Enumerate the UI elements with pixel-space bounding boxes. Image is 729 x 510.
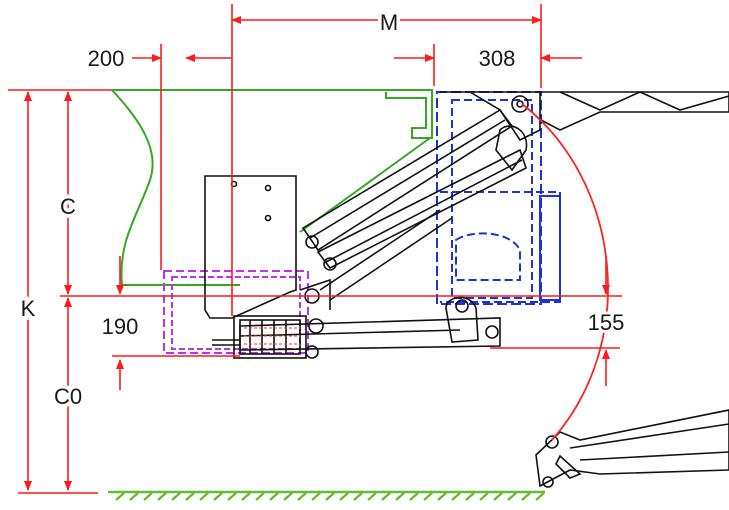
label-k: K xyxy=(21,296,36,321)
dimension-lines xyxy=(8,4,622,494)
label-190: 190 xyxy=(102,314,139,339)
label-155: 155 xyxy=(588,310,625,335)
swing-arc xyxy=(521,103,609,441)
outrigger-box-purple xyxy=(163,270,309,354)
cylinder-hatching xyxy=(244,327,300,345)
label-c: C xyxy=(60,194,76,219)
label-c0: C0 xyxy=(54,384,82,409)
label-m: M xyxy=(380,10,398,35)
truck-body-outline xyxy=(111,89,433,286)
ground-hatch xyxy=(108,490,545,501)
label-308: 308 xyxy=(479,46,516,71)
crane-mechanism xyxy=(204,91,729,488)
label-200: 200 xyxy=(88,46,125,71)
